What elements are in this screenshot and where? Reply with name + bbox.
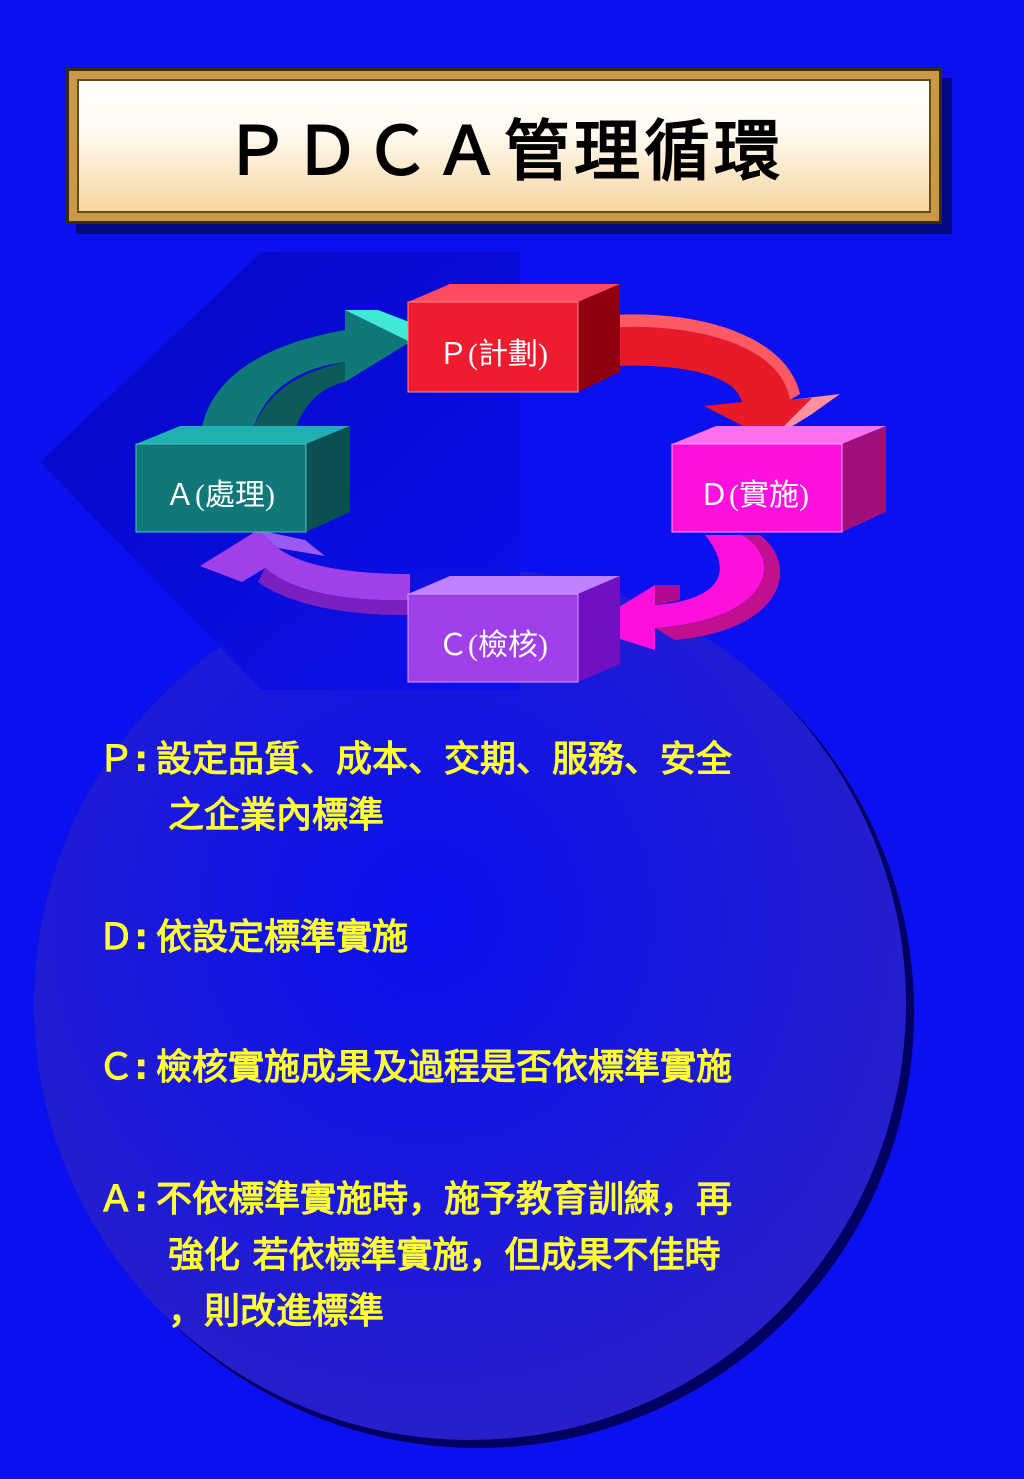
desc-do-line1: 依設定標準實施	[156, 917, 409, 958]
check-label: Ｃ(檢核)	[438, 629, 548, 662]
plan-box: Ｐ(計劃)	[407, 284, 620, 393]
desc-check-key: Ｃ:	[98, 1047, 149, 1088]
desc-plan-key: Ｐ:	[98, 739, 149, 780]
arrow-do-to-check	[585, 535, 781, 650]
desc-act-key: Ａ:	[98, 1179, 149, 1220]
do-label: Ｄ(實施)	[699, 479, 809, 512]
desc-act-line1: 不依標準實施時，施予教育訓練，再	[156, 1179, 733, 1220]
desc-plan: Ｐ:設定品質、成本、交期、服務、安全 之企業內標準	[98, 732, 898, 844]
arrow-check-to-act	[200, 530, 410, 616]
title-frame: ＰＤＣＡ管理循環	[66, 68, 942, 224]
arrow-act-to-plan	[200, 310, 430, 440]
background-circle	[34, 568, 906, 1440]
desc-act-line2: 強化 若依標準實施，但成果不佳時	[168, 1235, 721, 1276]
page-title: ＰＤＣＡ管理循環	[224, 113, 784, 190]
desc-do: Ｄ:依設定標準實施	[98, 910, 898, 966]
act-label: Ａ(處理)	[165, 479, 275, 512]
desc-check-line1: 檢核實施成果及過程是否依標準實施	[156, 1047, 733, 1088]
desc-act: Ａ:不依標準實施時，施予教育訓練，再 強化 若依標準實施，但成果不佳時 ，則改進…	[98, 1172, 898, 1340]
desc-act-line3: ，則改進標準	[168, 1291, 385, 1332]
plan-label: Ｐ(計劃)	[438, 338, 548, 371]
do-box: Ｄ(實施)	[671, 426, 886, 533]
desc-check: Ｃ:檢核實施成果及過程是否依標準實施	[98, 1040, 898, 1096]
act-box: Ａ(處理)	[135, 426, 350, 533]
desc-do-key: Ｄ:	[98, 917, 149, 958]
desc-plan-line2: 之企業內標準	[168, 795, 385, 836]
pdca-cycle-diagram: Ｐ(計劃) Ｄ(實施) Ｃ(檢核) Ａ(處理)	[135, 284, 886, 683]
check-box: Ｃ(檢核)	[407, 576, 620, 683]
title-panel: ＰＤＣＡ管理循環	[77, 79, 931, 213]
desc-plan-line1: 設定品質、成本、交期、服務、安全	[156, 739, 733, 780]
